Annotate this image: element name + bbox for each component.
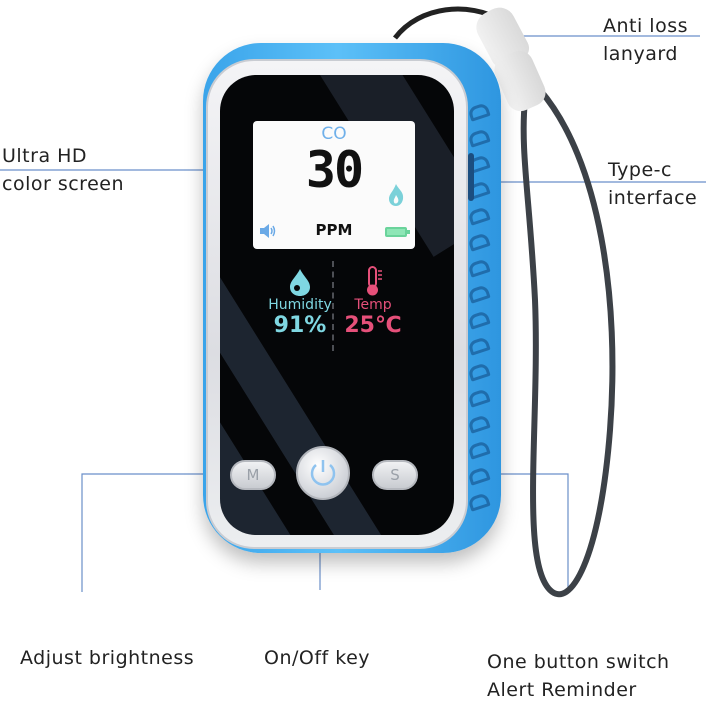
speaker-icon <box>260 224 276 238</box>
temp-value: 25℃ <box>344 313 402 338</box>
thermometer-icon <box>367 266 382 296</box>
callout-power: On/Off key <box>264 647 371 669</box>
power-button[interactable] <box>296 446 350 500</box>
callout-lanyard: Anti loss lanyard <box>603 15 689 65</box>
callout-switch: One button switch Alert Reminder <box>487 651 670 701</box>
readout-divider <box>332 261 334 351</box>
callout-screen: Ultra HD color screen <box>2 145 124 195</box>
water-drop-icon <box>290 269 310 296</box>
callout-brightness: Adjust brightness <box>20 647 195 669</box>
gas-value: 30 <box>305 141 364 199</box>
flame-icon <box>389 184 404 206</box>
switch-button[interactable]: S <box>372 460 418 490</box>
front-panel: CO 30 PPM <box>220 75 454 535</box>
callout-typec: Type-c interface <box>608 159 698 209</box>
humidity-label: Humidity <box>268 297 332 313</box>
line-brightness <box>81 473 246 592</box>
power-icon <box>310 460 336 486</box>
humidity-value: 91% <box>273 313 327 338</box>
battery-icon <box>385 227 410 237</box>
brightness-button[interactable]: M <box>230 460 276 490</box>
gas-unit: PPM <box>315 221 353 239</box>
gas-label: CO <box>321 124 347 144</box>
temp-label: Temp <box>354 297 392 313</box>
lcd-screen: CO 30 PPM <box>253 121 415 249</box>
type-c-port <box>468 153 474 201</box>
